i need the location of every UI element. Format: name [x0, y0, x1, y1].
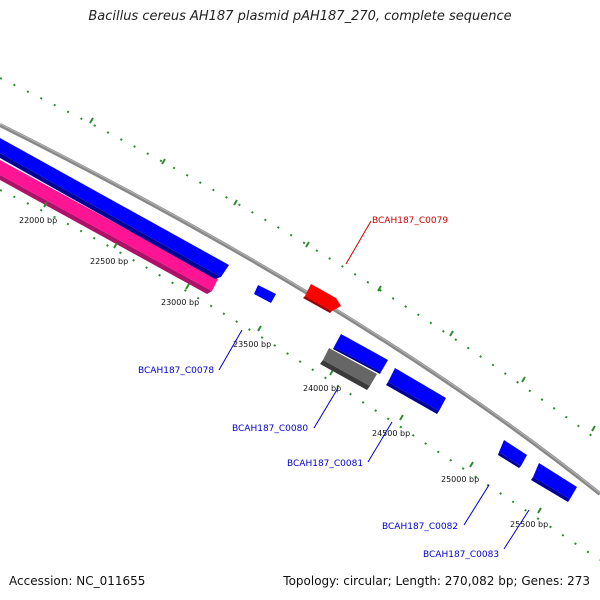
inner-tick-ring: [0, 189, 600, 561]
gene-bcah187-c0081-a[interactable]: [333, 334, 388, 374]
backbone: [0, 123, 600, 496]
tick-label: 24000 bp: [303, 384, 341, 393]
gene-bcah187-c0079[interactable]: [303, 284, 341, 313]
label-leaders: [218, 220, 530, 550]
tick-label: 22500 bp: [90, 257, 128, 266]
gene-bcah187-c0081[interactable]: [386, 368, 446, 414]
ruler-ticks: [43, 201, 542, 514]
tick-label: 23500 bp: [233, 340, 271, 349]
accession-text: Accession: NC_011655: [9, 574, 146, 588]
topology-text: Topology: circular; Length: 270,082 bp; …: [283, 574, 590, 588]
tick-labels: 22000 bp 22500 bp 23000 bp 23500 bp 2400…: [19, 216, 548, 529]
gene-bcah187-c0080[interactable]: [320, 348, 377, 390]
gene-bcah187-c0078[interactable]: [254, 285, 276, 303]
blue-feature-large[interactable]: [0, 138, 229, 279]
gene-bcah187-c0083[interactable]: [531, 463, 577, 502]
gene-label-c0080: BCAH187_C0080: [232, 424, 308, 434]
tick-label: 22000 bp: [19, 216, 57, 225]
pink-feature[interactable]: [0, 160, 218, 294]
tick-label: 23000 bp: [161, 298, 199, 307]
gene-labels: BCAH187_C0078 BCAH187_C0079 BCAH187_C008…: [138, 216, 499, 560]
map-title: Bacillus cereus AH187 plasmid pAH187_270…: [88, 9, 512, 24]
gene-label-c0078: BCAH187_C0078: [138, 366, 214, 376]
gene-label-c0083: BCAH187_C0083: [423, 550, 499, 560]
gene-bcah187-c0082[interactable]: [498, 440, 527, 468]
tick-label: 25000 bp: [441, 475, 479, 484]
tick-label: 25500 bp: [510, 520, 548, 529]
gene-label-c0081: BCAH187_C0081: [287, 459, 363, 469]
gene-label-c0082: BCAH187_C0082: [382, 522, 458, 532]
gene-label-c0079: BCAH187_C0079: [372, 216, 448, 226]
outer-ruler-ticks: [89, 117, 596, 432]
tick-label: 24500 bp: [372, 429, 410, 438]
